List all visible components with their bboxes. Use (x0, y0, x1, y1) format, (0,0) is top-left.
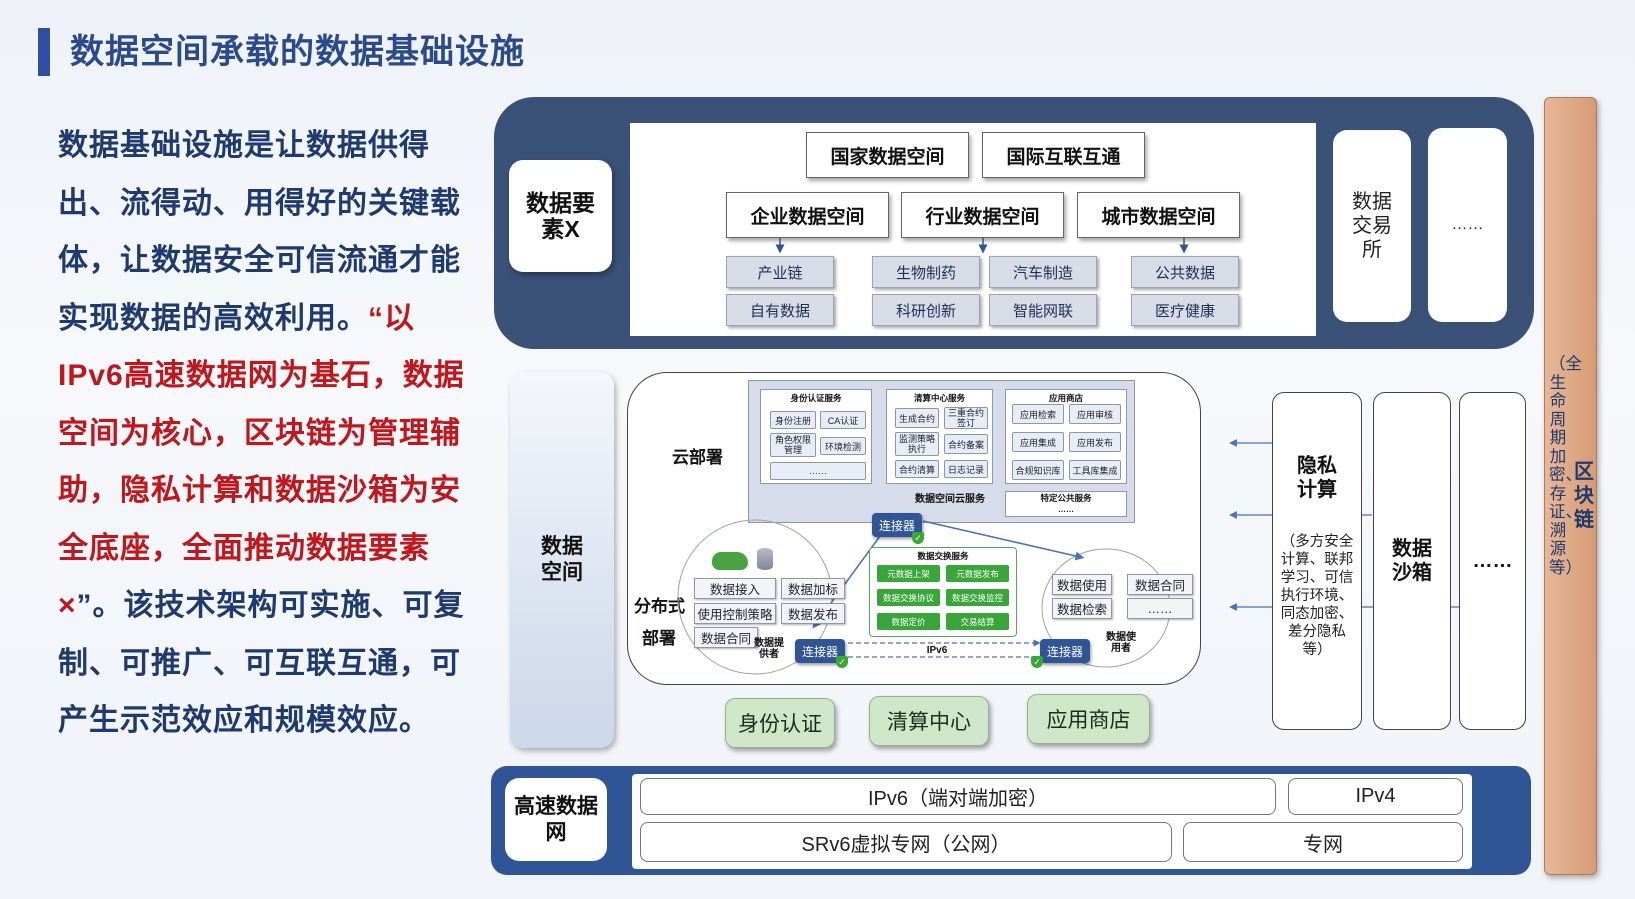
privacy-compute-detail: （多方安全计算、联邦学习、可信执行环境、同态加密、差分隐私等） (1280, 534, 1354, 658)
srv6-vpn-network: SRv6虚拟专网（公网） (640, 822, 1172, 862)
blockchain-detail: （全生命周期加密、存证、溯源等） (1549, 355, 1582, 577)
distributed-deploy-label-2: 部署 (642, 629, 676, 648)
gen-contract: 生成合约 (895, 408, 939, 428)
network-label-box: 高速数据网 (505, 778, 607, 861)
auth-service-title: 身份认证服务 (790, 392, 842, 403)
special-public-title: 特定公共服务 (1040, 493, 1092, 503)
contract-clearing: 合约清算 (895, 460, 939, 478)
data-tagging: 数据加标 (781, 578, 845, 599)
ipv6-link-label: IPv6 (926, 644, 948, 656)
ca-cert: CA认证 (820, 411, 866, 429)
special-public-more: …… (1058, 505, 1074, 514)
public-data-cell: 公共数据 (1131, 256, 1239, 288)
monitor-policy: 监测策略执行 (895, 432, 939, 456)
ipv6-e2e-network: IPv6（端对端加密） (640, 778, 1276, 815)
blockchain-title: 区块链 (1574, 461, 1594, 531)
identity-register: 身份注册 (770, 411, 816, 429)
ipv4-network: IPv4 (1288, 778, 1463, 815)
app-search: 应用检索 (1012, 404, 1064, 424)
healthcare-cell: 医疗健康 (1131, 294, 1239, 326)
data-publish: 数据发布 (781, 603, 845, 624)
cloud-connector: 连接器 (872, 513, 922, 537)
env-detect: 环境检测 (820, 437, 866, 455)
distributed-deploy-label-1: 分布式 (634, 597, 685, 616)
title-accent-bar (38, 28, 50, 76)
data-exchange-label: 数据交易所 (1352, 191, 1392, 261)
top-more-label: …… (1451, 216, 1484, 233)
intro-text-2: ”。该技术架构可实施、可复制、可推广、可互联互通，可产生示范效应和规模效应。 (58, 589, 465, 737)
industry-chain-cell: 产业链 (726, 256, 834, 288)
compliance-kb: 合规知识库 (1012, 460, 1064, 480)
intro-paragraph: 数据基础设施是让数据供得出、流得动、用得好的关键载体，让数据安全可信流通才能实现… (58, 117, 470, 750)
security-more-box: …… (1459, 392, 1526, 730)
metadata-listing: 元数据上架 (877, 565, 940, 582)
auto-manufacturing-cell: 汽车制造 (989, 256, 1097, 288)
blockchain-bar (1544, 97, 1597, 875)
research-innovation-cell: 科研创新 (872, 294, 980, 326)
data-consumer-label: 数据使用者 (1106, 632, 1136, 654)
clearing-center-button: 清算中心 (869, 696, 989, 746)
top-more-box: …… (1428, 128, 1507, 322)
data-pricing: 数据定价 (877, 613, 940, 630)
special-public-panel (1005, 491, 1127, 517)
national-data-space: 国家数据空间 (806, 132, 969, 178)
role-permission: 角色权限管理 (770, 433, 816, 457)
private-network: 专网 (1183, 822, 1463, 862)
cloud-deploy-label: 云部署 (672, 448, 723, 467)
identity-auth-button: 身份认证 (725, 698, 835, 748)
page-title: 数据空间承载的数据基础设施 (70, 33, 525, 71)
industry-data-space: 行业数据空间 (901, 192, 1064, 238)
biopharma-cell: 生物制药 (872, 256, 980, 288)
international-interconnect: 国际互联互通 (982, 132, 1145, 178)
data-provider-label: 数据提供者 (754, 638, 784, 660)
cloud-services-footer: 数据空间云服务 (915, 493, 985, 505)
exchange-protocol: 数据交换协议 (877, 589, 940, 606)
data-sandbox-title: 数据沙箱 (1392, 538, 1432, 584)
intro-text-highlight: “以IPv6高速数据网为基石，数据空间为核心，区块链为管理辅助，隐私计算和数据沙… (58, 301, 465, 623)
own-data-cell: 自有数据 (726, 294, 834, 326)
shield-check-icon: ✓ (1031, 656, 1043, 668)
privacy-compute-box (1272, 392, 1362, 730)
metadata-publish: 元数据发布 (946, 565, 1009, 582)
contract-filing: 合约备案 (944, 434, 988, 454)
network-label: 高速数据网 (514, 794, 598, 844)
shield-check-icon: ✓ (836, 656, 848, 668)
data-space-label: 数据空间 (541, 535, 583, 584)
app-review: 应用审核 (1069, 404, 1121, 424)
app-store-title: 应用商店 (1048, 392, 1083, 403)
exchange-monitor: 数据交换监控 (946, 589, 1009, 606)
exchange-service-title: 数据交换服务 (917, 550, 969, 561)
city-data-space: 城市数据空间 (1077, 192, 1240, 238)
app-integration: 应用集成 (1012, 432, 1064, 452)
connected-vehicles-cell: 智能网联 (989, 294, 1097, 326)
cloud-icon (712, 552, 748, 570)
consumer-data-contract: 数据合同 (1127, 574, 1193, 595)
security-more-label: …… (1472, 549, 1513, 572)
triple-contract: 三重合约签订 (944, 407, 988, 429)
auth-more: …… (770, 462, 866, 480)
app-publish: 应用发布 (1069, 432, 1121, 452)
enterprise-data-space: 企业数据空间 (726, 192, 889, 238)
log-record: 日志记录 (944, 460, 988, 478)
provider-data-contract: 数据合同 (694, 627, 758, 648)
data-space-label-box: 数据空间 (510, 372, 614, 748)
data-usage: 数据使用 (1052, 574, 1112, 595)
consumer-connector: 连接器 (1040, 639, 1090, 663)
top-band-label: 数据要素X (509, 160, 612, 272)
data-sandbox-box: 数据沙箱 (1373, 392, 1451, 730)
data-exchange-box: 数据交易所 (1333, 130, 1411, 322)
consumer-more: …… (1127, 598, 1193, 619)
data-ingest: 数据接入 (694, 578, 776, 599)
intro-text-1: 数据基础设施是让数据供得出、流得动、用得好的关键载体，让数据安全可信流通才能实现… (58, 129, 461, 335)
trade-settlement: 交易结算 (946, 613, 1009, 630)
clearing-service-title: 清算中心服务 (913, 392, 965, 403)
data-search: 数据检索 (1052, 598, 1112, 619)
app-store-button: 应用商店 (1027, 694, 1150, 744)
usage-control-policy: 使用控制策略 (694, 603, 776, 624)
shield-check-icon: ✓ (912, 532, 924, 544)
toolkit-integration: 工具库集成 (1069, 460, 1121, 480)
database-icon (757, 548, 773, 570)
privacy-compute-title: 隐私计算 (1297, 455, 1337, 501)
